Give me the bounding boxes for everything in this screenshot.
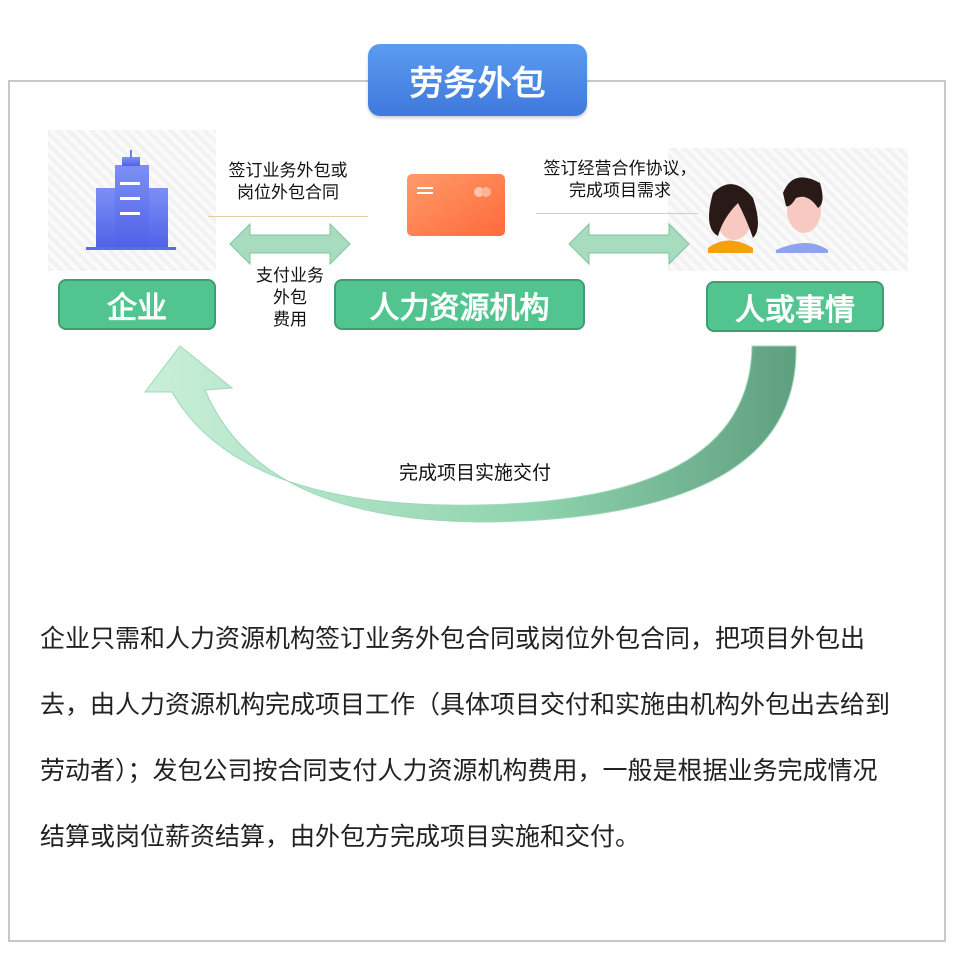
diagram-title: 劳务外包 xyxy=(368,44,587,116)
divider-line-left xyxy=(208,216,368,217)
payment-label-line1: 支付业务 xyxy=(256,266,324,286)
double-arrow-left-icon xyxy=(229,222,351,266)
agreement-label: 签订经营合作协议， 完成项目需求 xyxy=(530,158,710,202)
card-icon xyxy=(407,174,505,236)
hr-agency-box: 人力资源机构 xyxy=(334,279,585,330)
contract-label-line2: 岗位外包合同 xyxy=(237,183,339,203)
delivery-label: 完成项目实施交付 xyxy=(398,462,551,484)
divider-line-right xyxy=(536,213,698,214)
enterprise-box: 企业 xyxy=(58,279,216,330)
contract-label-line1: 签订业务外包或 xyxy=(228,161,348,181)
payment-label-line3: 费用 xyxy=(273,310,307,330)
payment-label-line2: 外包 xyxy=(273,288,307,308)
contract-label: 签订业务外包或 岗位外包合同 xyxy=(208,160,368,204)
double-arrow-right-icon xyxy=(568,222,690,266)
people-box: 人或事情 xyxy=(706,281,884,332)
agreement-label-line1: 签订经营合作协议， xyxy=(543,159,697,179)
description-text: 企业只需和人力资源机构签订业务外包合同或岗位外包合同，把项目外包出去，由人力资源… xyxy=(40,624,891,851)
enterprise-illustration xyxy=(48,130,216,271)
delivery-curved-arrow-icon xyxy=(143,345,797,523)
payment-label: 支付业务 外包 费用 xyxy=(240,265,340,331)
people-illustration xyxy=(668,148,908,271)
people-icon xyxy=(708,177,828,253)
agreement-label-line2: 完成项目需求 xyxy=(569,181,671,201)
building-icon xyxy=(86,150,176,250)
